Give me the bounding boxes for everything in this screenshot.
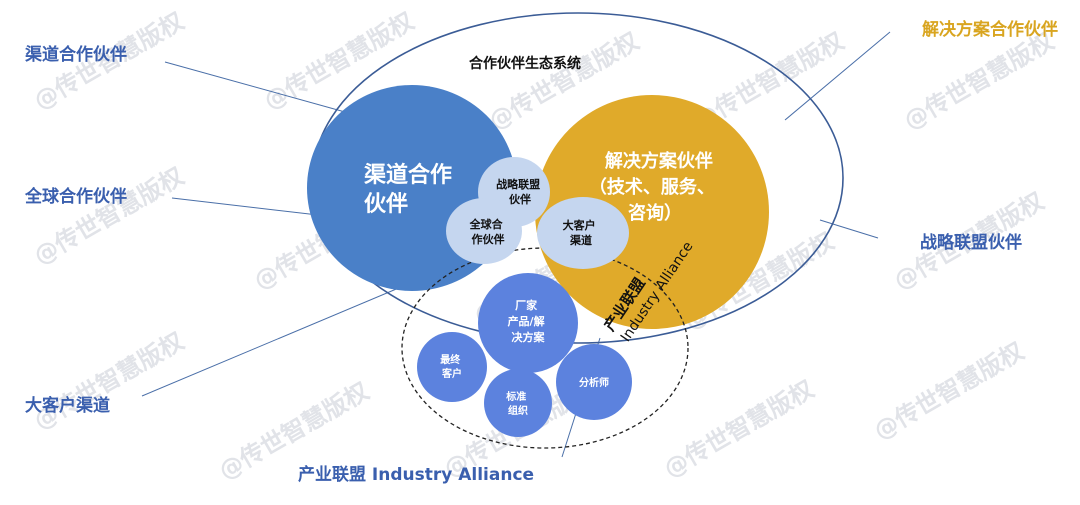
leader-line-solution — [784, 31, 891, 121]
channel-partner-label: 渠道合作 伙伴 — [364, 162, 460, 217]
analyst-circle-line1: 分析师 — [579, 376, 609, 389]
channel-partner-label-line1: 渠道合作 — [364, 162, 452, 188]
watermark-text: @传世智慧版权 — [29, 327, 188, 435]
ecosystem-title: 合作伙伴生态系统 — [469, 55, 581, 72]
strategic-alliance-bubble-line1: 战略联盟 — [496, 177, 540, 191]
watermark-text: @传世智慧版权 — [659, 375, 818, 483]
callout-strategic-alliance: 战略联盟伙伴 — [920, 232, 1022, 253]
callout-solution-partner: 解决方案合作伙伴 — [922, 19, 1058, 40]
solution-partner-label: 解决方案伙伴 （技术、服务、 咨询） — [589, 150, 721, 224]
strategic-alliance-bubble-label: 战略联盟 伙伴 — [496, 177, 544, 206]
global-partner-bubble-line1: 全球合 — [469, 217, 504, 231]
callout-channel-partner: 渠道合作伙伴 — [24, 44, 127, 65]
global-partner-bubble-label: 全球合 作伙伴 — [469, 217, 507, 246]
watermark-text: @传世智慧版权 — [29, 162, 188, 270]
solution-partner-label-line3: 咨询） — [628, 202, 682, 224]
key-account-bubble-line1: 大客户 — [563, 218, 596, 232]
leader-line-strategic — [819, 219, 879, 239]
callout-global-partner: 全球合作伙伴 — [24, 186, 127, 207]
analyst-circle — [556, 344, 632, 420]
global-partner-bubble — [446, 198, 522, 264]
callout-key-account: 大客户渠道 — [25, 395, 110, 416]
callout-industry-alliance: 产业联盟 Industry Alliance — [298, 464, 534, 485]
vendor-circle-line3: 决方案 — [512, 330, 546, 344]
channel-partner-label-line2: 伙伴 — [364, 192, 408, 217]
end-customer-circle-line2: 客户 — [441, 367, 462, 380]
vendor-circle-line1: 厂家 — [515, 298, 538, 312]
leader-line-channel — [164, 61, 346, 113]
solution-partner-label-line1: 解决方案伙伴 — [605, 150, 713, 172]
end-customer-circle — [417, 332, 487, 402]
key-account-bubble-line2: 渠道 — [570, 233, 592, 247]
watermark-text: @传世智慧版权 — [899, 27, 1058, 135]
standards-org-circle — [484, 369, 552, 437]
watermark-text: @传世智慧版权 — [869, 337, 1028, 445]
end-customer-circle-label: 最终 客户 — [440, 353, 463, 380]
standards-org-circle-label: 标准 组织 — [505, 390, 529, 417]
standards-org-circle-line2: 组织 — [508, 404, 528, 417]
strategic-alliance-bubble-line2: 伙伴 — [509, 192, 531, 206]
vendor-circle-label: 厂家 产品/解 决方案 — [508, 298, 549, 344]
key-account-bubble — [537, 197, 629, 269]
solution-partner-label-line2: （技术、服务、 — [589, 176, 715, 198]
leader-line-global — [171, 197, 319, 216]
analyst-circle-label: 分析师 — [579, 376, 609, 389]
vendor-circle-line2: 产品/解 — [508, 314, 545, 328]
global-partner-bubble-line2: 作伙伴 — [472, 232, 505, 246]
vendor-circle — [478, 273, 578, 373]
solution-partner-circle — [535, 95, 769, 329]
standards-org-circle-line1: 标准 — [505, 390, 526, 403]
key-account-bubble-label: 大客户 渠道 — [563, 218, 600, 247]
end-customer-circle-line1: 最终 — [440, 353, 461, 366]
